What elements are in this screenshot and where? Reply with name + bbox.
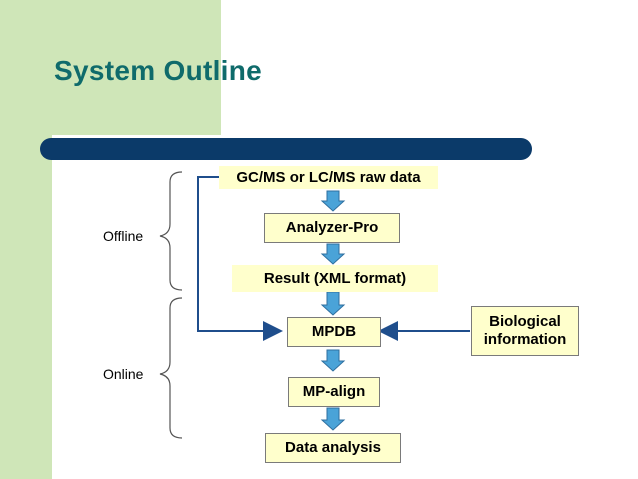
raw-data-node: GC/MS or LC/MS raw data (219, 166, 438, 189)
result-xml-node: Result (XML format) (232, 265, 438, 292)
biological-label-line2: information (483, 331, 567, 348)
flow-arrow-1 (320, 190, 346, 212)
title-underline-bar (40, 138, 532, 160)
offline-label: Offline (103, 228, 144, 244)
online-label: Online (103, 366, 144, 382)
mpdb-node: MPDB (287, 317, 381, 347)
flow-arrow-2 (320, 243, 346, 265)
offline-brace (159, 171, 183, 291)
flow-arrow-3 (320, 291, 346, 316)
biological-information-node: Biological information (471, 306, 579, 356)
flow-arrow-5 (320, 407, 346, 431)
flow-arrow-4 (320, 349, 346, 372)
online-brace (159, 297, 183, 439)
data-analysis-node: Data analysis (265, 433, 401, 463)
mp-align-node: MP-align (288, 377, 380, 407)
biological-label-line1: Biological (489, 313, 561, 330)
slide-title: System Outline (54, 55, 263, 86)
analyzer-pro-node: Analyzer-Pro (264, 213, 400, 243)
decorative-green-strip (0, 0, 52, 479)
raw-to-mpdb-connector (197, 176, 283, 341)
